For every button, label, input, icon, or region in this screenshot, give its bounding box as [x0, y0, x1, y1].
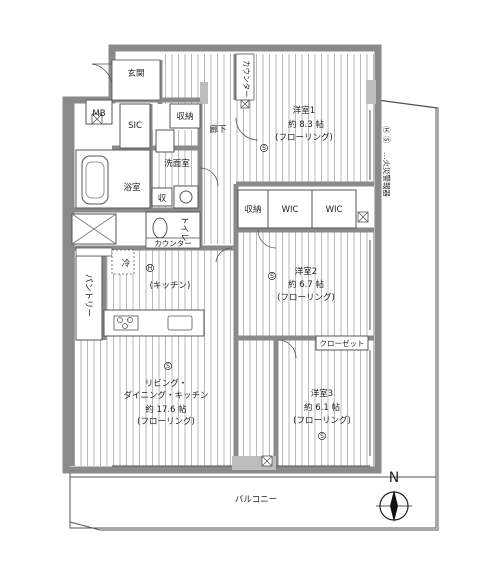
balcony-label: バルコニー	[235, 495, 277, 505]
bathtub	[81, 155, 109, 205]
kitchen-label: (キッチン)	[150, 281, 191, 291]
fridge-area	[111, 249, 135, 275]
sic-label: SIC	[128, 121, 142, 131]
western-3-label-1: 洋室3	[311, 388, 333, 399]
western-1-label-1: 洋室1	[293, 105, 315, 116]
storage-top-label: 収納	[176, 111, 193, 122]
compass: N	[376, 470, 412, 522]
storage-mid-label: 収納	[244, 204, 261, 215]
washer	[173, 185, 199, 209]
duct-marks	[91, 99, 369, 467]
corridor-label: 廊下	[209, 124, 227, 135]
ldk-label-3: 約 17.6 帖	[145, 404, 187, 415]
closet-box	[315, 335, 369, 351]
closet-label: クローゼット	[320, 338, 365, 348]
western-3-label-2: 約 6.1 帖	[304, 402, 340, 413]
entrance-label: 玄関	[127, 68, 144, 79]
smoke-detector-w3: S	[320, 433, 324, 440]
wic-1-label: WIC	[282, 205, 299, 215]
door-swings	[91, 63, 297, 359]
fridge-label: 冷	[122, 258, 131, 269]
western-2-label-2: 約 6.7 帖	[288, 279, 324, 290]
western-1-label-2: 約 8.3 帖	[288, 119, 324, 130]
legend-alarm-text: …火災警報器	[382, 152, 392, 197]
north-label: N	[389, 470, 399, 486]
wic-2-label: WIC	[326, 205, 343, 215]
room-western-3-floor	[276, 338, 374, 466]
column-block-2	[366, 80, 376, 104]
window-marks	[112, 110, 371, 467]
room-ldk-floor-2	[232, 338, 276, 466]
smoke-detector-w2: S	[270, 273, 274, 280]
western-1-label-3: (フローリング)	[275, 132, 333, 143]
counter-mid-label: カウンター	[154, 239, 192, 248]
western-3-label-3: (フローリング)	[293, 415, 351, 426]
detector-symbols: S S S S H	[146, 144, 326, 440]
storage-small-label: 収	[158, 193, 167, 204]
room-entrance-floor	[160, 54, 200, 104]
column-block-3	[200, 82, 208, 104]
storage-top-box	[169, 103, 201, 129]
counter-mid-box	[145, 237, 201, 249]
ldk-label-4: (フローリング)	[137, 416, 195, 427]
smoke-detector-ldk: S	[166, 363, 170, 370]
washroom-label: 洗面室	[164, 158, 190, 169]
toilet-label: トイレ	[179, 216, 189, 242]
ldk-label-2: ダイニング・キッチン	[123, 390, 208, 401]
bathtub-inner	[85, 161, 105, 199]
legend-hs-mark: Ⓗ Ⓢ	[382, 126, 391, 144]
western-2-label-1: 洋室2	[295, 266, 317, 277]
washer-drum	[179, 190, 193, 204]
mb-label: MB	[92, 109, 105, 119]
stove	[113, 315, 139, 331]
pantry-box	[75, 255, 103, 341]
bathroom-label: 浴室	[123, 182, 141, 193]
entrance-box	[111, 59, 161, 101]
counter-top-label: カウンター	[242, 60, 251, 98]
sic-box	[119, 103, 151, 149]
balcony-outline	[69, 99, 439, 531]
storage-small-box	[151, 187, 173, 207]
wic2-box	[311, 189, 357, 229]
smoke-detector-w1: S	[262, 145, 266, 152]
pantry-label: パントリー	[83, 274, 93, 317]
western-2-label-3: (フローリング)	[277, 292, 335, 303]
room-western-2-floor	[236, 230, 374, 338]
heat-detector-kitchen: H	[148, 265, 153, 272]
room-western-1-floor	[236, 54, 374, 184]
sink	[155, 129, 175, 153]
kitchen-sink	[167, 315, 193, 331]
ldk-label-1: リビング・	[145, 378, 188, 389]
